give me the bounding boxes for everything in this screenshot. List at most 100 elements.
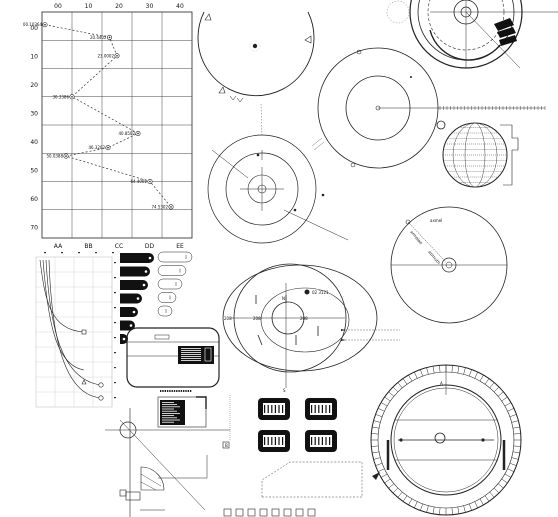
- dial-tick: [371, 445, 379, 447]
- compass-label-3: azimuth: [427, 249, 442, 265]
- dial-tick: [426, 505, 429, 513]
- curve-top-tick: [61, 252, 63, 254]
- black-tab-dot: [132, 310, 136, 314]
- data-block-line: [162, 417, 177, 419]
- dial-tick: [451, 507, 453, 515]
- dial-tick: [501, 396, 508, 402]
- black-tab: [120, 266, 150, 277]
- orbit-left-label: 208: [224, 316, 232, 321]
- wheel-black-blocks: [494, 18, 517, 46]
- grid-left-label: 20: [30, 82, 38, 89]
- tab-stack: [120, 251, 193, 344]
- dial-tick: [489, 491, 495, 498]
- white-tab: [157, 265, 187, 276]
- rounded-panel: [126, 327, 220, 392]
- waypoint-label: 64.4002: [130, 179, 147, 184]
- dial-tick: [451, 365, 453, 373]
- dial-tick: [384, 396, 391, 402]
- dial-tick: [414, 501, 418, 509]
- small-square: [295, 508, 304, 517]
- waypoint-center: [71, 95, 73, 98]
- dial-tick: [375, 414, 383, 417]
- quad-card-bar: [311, 437, 313, 445]
- dial-tick: [513, 445, 521, 447]
- dial-tick: [372, 426, 380, 429]
- left-curve-chart: [35, 252, 116, 408]
- curve-lines: [39, 259, 102, 399]
- compass-circle: axmel armelae azimuth: [390, 206, 508, 324]
- right-concentric-circles: [317, 47, 546, 169]
- quad-card-window: [310, 435, 332, 447]
- quad-card-bar: [274, 405, 276, 413]
- dial-tick: [402, 495, 408, 502]
- grid-left-label: 10: [30, 54, 38, 61]
- curve-side-tick: [114, 337, 116, 339]
- dial-tick: [397, 491, 403, 498]
- grid-bottom-label: EE: [176, 243, 184, 250]
- curve-side-tick: [114, 322, 116, 324]
- curve-side-tick: [114, 277, 116, 279]
- white-tab: [157, 305, 173, 317]
- quad-card-bar: [278, 405, 280, 413]
- dial-tick: [372, 451, 380, 454]
- dial-tick-ring: [371, 365, 521, 515]
- dial-tick: [384, 478, 391, 484]
- dial-tick: [493, 386, 500, 393]
- waypoint-center: [137, 132, 139, 135]
- dial-tick: [474, 371, 478, 379]
- dial-tick: [377, 408, 385, 412]
- quad-card-bar: [314, 405, 316, 413]
- black-tab-dot: [129, 324, 133, 327]
- quad-card-bar: [318, 405, 320, 413]
- panel-stripe: [181, 350, 201, 351]
- waypoint-center: [116, 54, 118, 57]
- compass-label-1: axmel: [430, 218, 442, 223]
- panel-dot: [189, 390, 192, 392]
- grid-left-label: 00: [30, 25, 38, 32]
- panel-dot: [178, 390, 180, 392]
- curve-top-tick: [112, 252, 114, 254]
- dial-tick: [507, 468, 515, 472]
- grid-left-label: 40: [30, 139, 38, 146]
- grid-top-label: 20: [115, 3, 123, 10]
- dial-tick: [511, 457, 519, 460]
- dial-tick: [497, 483, 504, 489]
- dial-tick: [512, 451, 520, 454]
- black-tab: [120, 293, 142, 304]
- data-block-line: [162, 410, 177, 412]
- dial-tick: [380, 473, 388, 478]
- panel-stripe: [181, 360, 201, 361]
- data-block-line: [162, 404, 177, 405]
- quad-card-bar: [274, 437, 276, 445]
- quad-card-bar: [329, 405, 331, 413]
- dial-tick: [432, 366, 435, 374]
- waypoint-center: [44, 23, 46, 26]
- white-tab-column: [157, 251, 193, 317]
- center-dot: [252, 43, 258, 49]
- quad-card-bar: [271, 405, 273, 413]
- quad-card-window: [310, 403, 332, 415]
- quad-card-bar: [329, 437, 331, 445]
- curve-side-tick: [114, 352, 116, 354]
- curve-side-tick: [114, 262, 116, 264]
- quad-card-bar: [264, 437, 266, 445]
- small-square: [271, 508, 280, 517]
- black-tab-dot: [142, 283, 146, 287]
- dial-tick: [501, 478, 508, 484]
- dial-tick: [388, 483, 395, 489]
- curve-top-tick: [44, 252, 46, 254]
- dial-tick: [377, 468, 385, 472]
- dial-tick: [380, 402, 388, 407]
- dial-tick: [426, 367, 429, 375]
- quad-card-bar: [282, 437, 284, 445]
- dial-tick: [513, 433, 521, 435]
- black-tab-column: [120, 253, 154, 344]
- dial-tick: [509, 463, 517, 466]
- black-tab: [120, 307, 138, 317]
- panel-dot: [180, 390, 183, 392]
- construction-b-mark: B: [225, 443, 228, 448]
- dial-tick: [474, 501, 478, 509]
- dial-tick: [489, 382, 495, 389]
